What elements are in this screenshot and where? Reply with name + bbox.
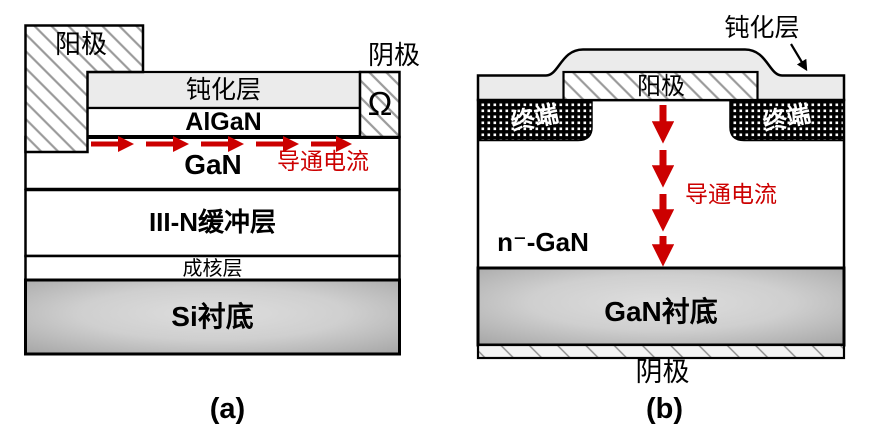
figure-b-shapes	[476, 43, 846, 360]
ohmic-cathode-contact	[358, 70, 401, 139]
buffer-label: III-N缓冲层	[148, 207, 277, 237]
passivation-pointer-arrow-icon	[790, 43, 808, 72]
iii-n-buffer-layer	[24, 188, 401, 258]
si-substrate	[24, 278, 401, 356]
passivation-label-a: 钝化层	[185, 76, 261, 104]
on-current-label-b: 导通电流	[685, 181, 777, 207]
cathode-label-b: 阴极	[635, 357, 690, 387]
anode-metal-b	[562, 70, 759, 102]
anode-metal-a	[24, 24, 145, 154]
anode-label-b: 阳极	[637, 73, 685, 100]
si-substrate-label: Si衬底	[171, 301, 254, 332]
termination-region-left	[477, 100, 593, 142]
caption-b: (b)	[645, 393, 684, 425]
cathode-metal-strip	[476, 343, 846, 360]
n-gan-label: n⁻-GaN	[497, 227, 589, 257]
gan-substrate-label: GaN衬底	[604, 296, 718, 327]
nucleation-label: 成核层	[182, 258, 243, 280]
anode-label-a: 阳极	[54, 29, 107, 59]
ohmic-symbol: Ω	[367, 85, 393, 122]
gan-substrate	[476, 266, 846, 347]
gan-label: GaN	[184, 149, 242, 180]
termination-region-right	[729, 100, 845, 142]
cathode-label-a: 阴极	[367, 40, 420, 70]
figure-a-shapes	[24, 24, 401, 356]
algan-label: AlGaN	[185, 108, 262, 136]
passivation-label-b: 钝化层	[724, 14, 800, 42]
on-current-label-a: 导通电流	[277, 148, 369, 174]
caption-a: (a)	[209, 393, 246, 425]
